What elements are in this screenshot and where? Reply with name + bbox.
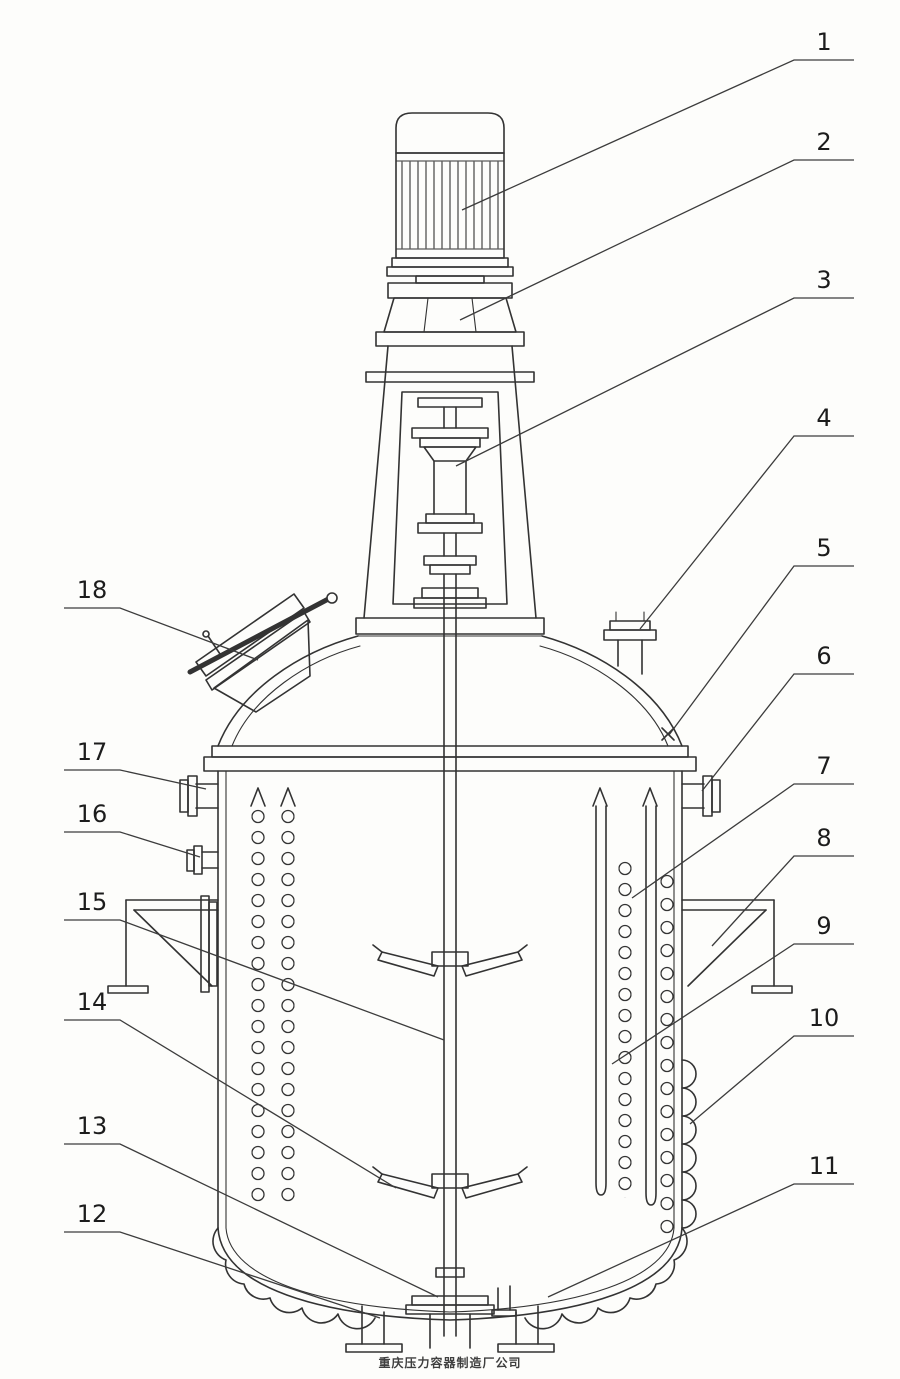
callout-14: 14 bbox=[64, 988, 397, 1189]
callout-15: 15 bbox=[64, 888, 445, 1041]
hairpin-tube bbox=[595, 805, 607, 1196]
callout-18: 18 bbox=[64, 576, 259, 661]
top-nozzle bbox=[603, 611, 657, 675]
davit-arm bbox=[187, 593, 337, 675]
steady-bearing bbox=[435, 1267, 465, 1278]
callout-label: 1 bbox=[816, 28, 831, 56]
callouts: 1 2 3 4 5 6 7 8 bbox=[64, 28, 854, 1319]
vessel-head bbox=[217, 635, 683, 747]
vessel-shell bbox=[217, 770, 683, 1321]
small-left-nozzle bbox=[186, 845, 219, 875]
hairpin-tube bbox=[645, 805, 657, 1206]
callout-9: 9 bbox=[611, 912, 854, 1065]
callout-label: 2 bbox=[816, 128, 831, 156]
motor-fins bbox=[401, 161, 499, 249]
support-bracket-left bbox=[107, 899, 219, 994]
callout-label: 8 bbox=[816, 824, 831, 852]
girth-flange bbox=[203, 745, 697, 772]
agitator-shaft bbox=[443, 573, 457, 1337]
callout-label: 17 bbox=[77, 738, 108, 766]
bottom-stub-nozzle bbox=[491, 1285, 517, 1317]
manhole bbox=[187, 592, 338, 713]
internal-coil-left bbox=[250, 787, 296, 1206]
callout-3: 3 bbox=[455, 266, 854, 467]
callout-17: 17 bbox=[64, 738, 207, 790]
shaft-seal bbox=[421, 587, 479, 599]
manhole-neck bbox=[213, 619, 311, 713]
callout-11: 11 bbox=[547, 1152, 854, 1298]
callout-label: 9 bbox=[816, 912, 831, 940]
left-side-nozzle bbox=[179, 775, 219, 817]
callout-label: 15 bbox=[77, 888, 108, 916]
bottom-outlet bbox=[405, 1267, 495, 1349]
right-side-nozzle bbox=[681, 775, 721, 817]
callout-label: 5 bbox=[816, 534, 831, 562]
coupling-assembly bbox=[411, 397, 489, 609]
impeller-upper bbox=[372, 944, 528, 977]
callout-10: 10 bbox=[689, 1004, 854, 1125]
impeller-lower bbox=[372, 1166, 528, 1199]
callout-label: 4 bbox=[816, 404, 831, 432]
manufacturer-caption: 重庆压力容器制造厂公司 bbox=[378, 1356, 522, 1370]
callout-13: 13 bbox=[64, 1112, 439, 1298]
callout-label: 6 bbox=[816, 642, 831, 670]
hinge-pin bbox=[202, 630, 210, 638]
callout-label: 3 bbox=[816, 266, 831, 294]
side-manhole-flange bbox=[200, 895, 218, 993]
callout-label: 13 bbox=[77, 1112, 108, 1140]
callout-label: 7 bbox=[816, 752, 831, 780]
leg-right bbox=[497, 1305, 555, 1353]
callout-12: 12 bbox=[64, 1200, 381, 1319]
motor bbox=[386, 112, 514, 277]
support-bracket-right bbox=[681, 899, 793, 994]
callout-4: 4 bbox=[639, 404, 854, 630]
callout-5: 5 bbox=[668, 534, 854, 736]
drive-stand bbox=[355, 345, 545, 635]
internal-coil-right bbox=[592, 787, 674, 1234]
callout-label: 11 bbox=[809, 1152, 840, 1180]
half-pipe-jacket bbox=[212, 1059, 697, 1330]
gearbox bbox=[375, 275, 525, 347]
callout-2: 2 bbox=[459, 128, 854, 321]
callout-label: 12 bbox=[77, 1200, 108, 1228]
callout-7: 7 bbox=[631, 752, 854, 899]
callout-8: 8 bbox=[711, 824, 854, 947]
callout-label: 18 bbox=[77, 576, 108, 604]
callout-label: 14 bbox=[77, 988, 108, 1016]
callout-16: 16 bbox=[64, 800, 201, 858]
callout-label: 16 bbox=[77, 800, 108, 828]
callout-6: 6 bbox=[701, 642, 854, 792]
callout-1: 1 bbox=[461, 28, 854, 211]
callout-label: 10 bbox=[809, 1004, 840, 1032]
